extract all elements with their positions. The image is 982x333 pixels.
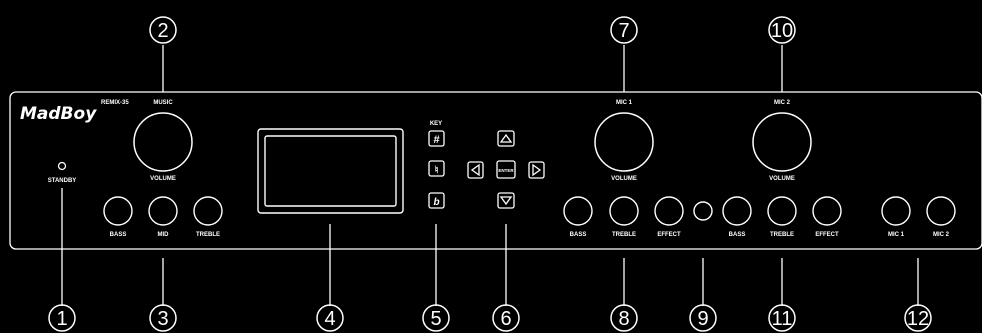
key-flat-symbol: b [433, 197, 439, 208]
mic1-volume-label: VOLUME [611, 176, 637, 182]
callout-circle-9 [689, 304, 717, 332]
mic2-volume-label: VOLUME [769, 176, 795, 182]
callout-lines [61, 45, 919, 306]
nav-up-button[interactable] [497, 130, 515, 147]
nav-down-button[interactable] [497, 192, 515, 209]
callout-circle-12 [904, 304, 932, 332]
music-bass-knob[interactable] [103, 196, 133, 226]
callout-number-11: 11 [772, 308, 793, 330]
mic2-label: MIC 2 [774, 100, 791, 106]
callout-number-3: 3 [157, 308, 168, 330]
standby-led-icon [57, 161, 67, 171]
callout-circle-1 [48, 304, 76, 332]
mic1-bass-knob[interactable] [563, 196, 593, 226]
callout-circle-8 [610, 304, 638, 332]
callout-circle-7 [610, 16, 638, 44]
display-screen-outer [257, 128, 404, 214]
callout-number-9: 9 [697, 308, 708, 330]
callout-number-2: 2 [157, 20, 168, 42]
key-flat-button[interactable] [428, 192, 445, 209]
key-natural-symbol: ♮ [435, 165, 439, 176]
front-panel [9, 91, 982, 250]
music-mid-knob[interactable] [148, 196, 178, 226]
mic2-volume-knob[interactable] [752, 112, 812, 172]
mic1-jack[interactable] [881, 196, 911, 226]
key-label: KEY [430, 121, 442, 127]
callout-markers [48, 16, 932, 332]
mic1-effect-label: EFFECT [657, 232, 681, 238]
callout-circle-2 [149, 16, 177, 44]
arrow-left-icon [470, 163, 480, 177]
mic1-treble-knob[interactable] [609, 196, 639, 226]
callout-number-5: 5 [430, 308, 441, 330]
mic1-treble-label: TREBLE [612, 232, 636, 238]
display-screen [264, 135, 397, 207]
music-treble-knob[interactable] [193, 196, 223, 226]
mic1-effect-knob[interactable] [654, 196, 684, 226]
callout-circle-3 [149, 304, 177, 332]
arrow-down-icon [499, 196, 513, 206]
mic1-volume-knob[interactable] [594, 112, 654, 172]
mic1-label: MIC 1 [616, 100, 633, 106]
key-natural-button[interactable] [428, 160, 445, 177]
model-name: REMIX-35 [101, 100, 129, 106]
callout-number-8: 8 [618, 308, 629, 330]
mic2-bass-knob[interactable] [722, 196, 752, 226]
brand-logo: MadBoy [20, 104, 97, 124]
music-mid-label: MID [158, 232, 170, 238]
mic2-treble-label: TREBLE [770, 232, 794, 238]
music-bass-label: BASS [110, 232, 127, 238]
mic2-treble-knob[interactable] [767, 196, 797, 226]
mic2-effect-knob[interactable] [812, 196, 842, 226]
arrow-up-icon [499, 133, 513, 143]
nav-right-button[interactable] [528, 161, 545, 179]
mic2-bass-label: BASS [729, 232, 746, 238]
center-small-knob[interactable] [693, 201, 713, 221]
nav-left-button[interactable] [467, 161, 484, 179]
callout-circle-5 [422, 304, 450, 332]
callout-circle-11 [768, 304, 796, 332]
music-label: MUSIC [153, 100, 173, 106]
mic2-jack-label: MIC 2 [933, 232, 950, 238]
mic2-jack[interactable] [926, 196, 956, 226]
callout-number-12: 12 [907, 308, 929, 330]
callout-circle-10 [768, 16, 796, 44]
standby-label: STANDBY [48, 178, 77, 184]
callout-circle-4 [316, 304, 344, 332]
music-volume-label: VOLUME [150, 176, 176, 182]
arrow-right-icon [532, 163, 542, 177]
callout-number-6: 6 [500, 308, 511, 330]
mic1-bass-label: BASS [570, 232, 587, 238]
callout-number-10: 10 [771, 20, 793, 42]
callout-circle-6 [492, 304, 520, 332]
callout-number-4: 4 [324, 308, 335, 330]
music-volume-knob[interactable] [133, 112, 193, 172]
callout-number-1: 1 [56, 308, 67, 330]
key-sharp-symbol: # [433, 134, 439, 146]
mic2-effect-label: EFFECT [815, 232, 839, 238]
music-treble-label: TREBLE [196, 232, 220, 238]
callout-number-7: 7 [618, 20, 629, 42]
enter-label: ENTER [498, 168, 514, 173]
mic1-jack-label: MIC 1 [888, 232, 905, 238]
key-sharp-button[interactable] [428, 130, 445, 147]
enter-button[interactable] [496, 160, 516, 179]
